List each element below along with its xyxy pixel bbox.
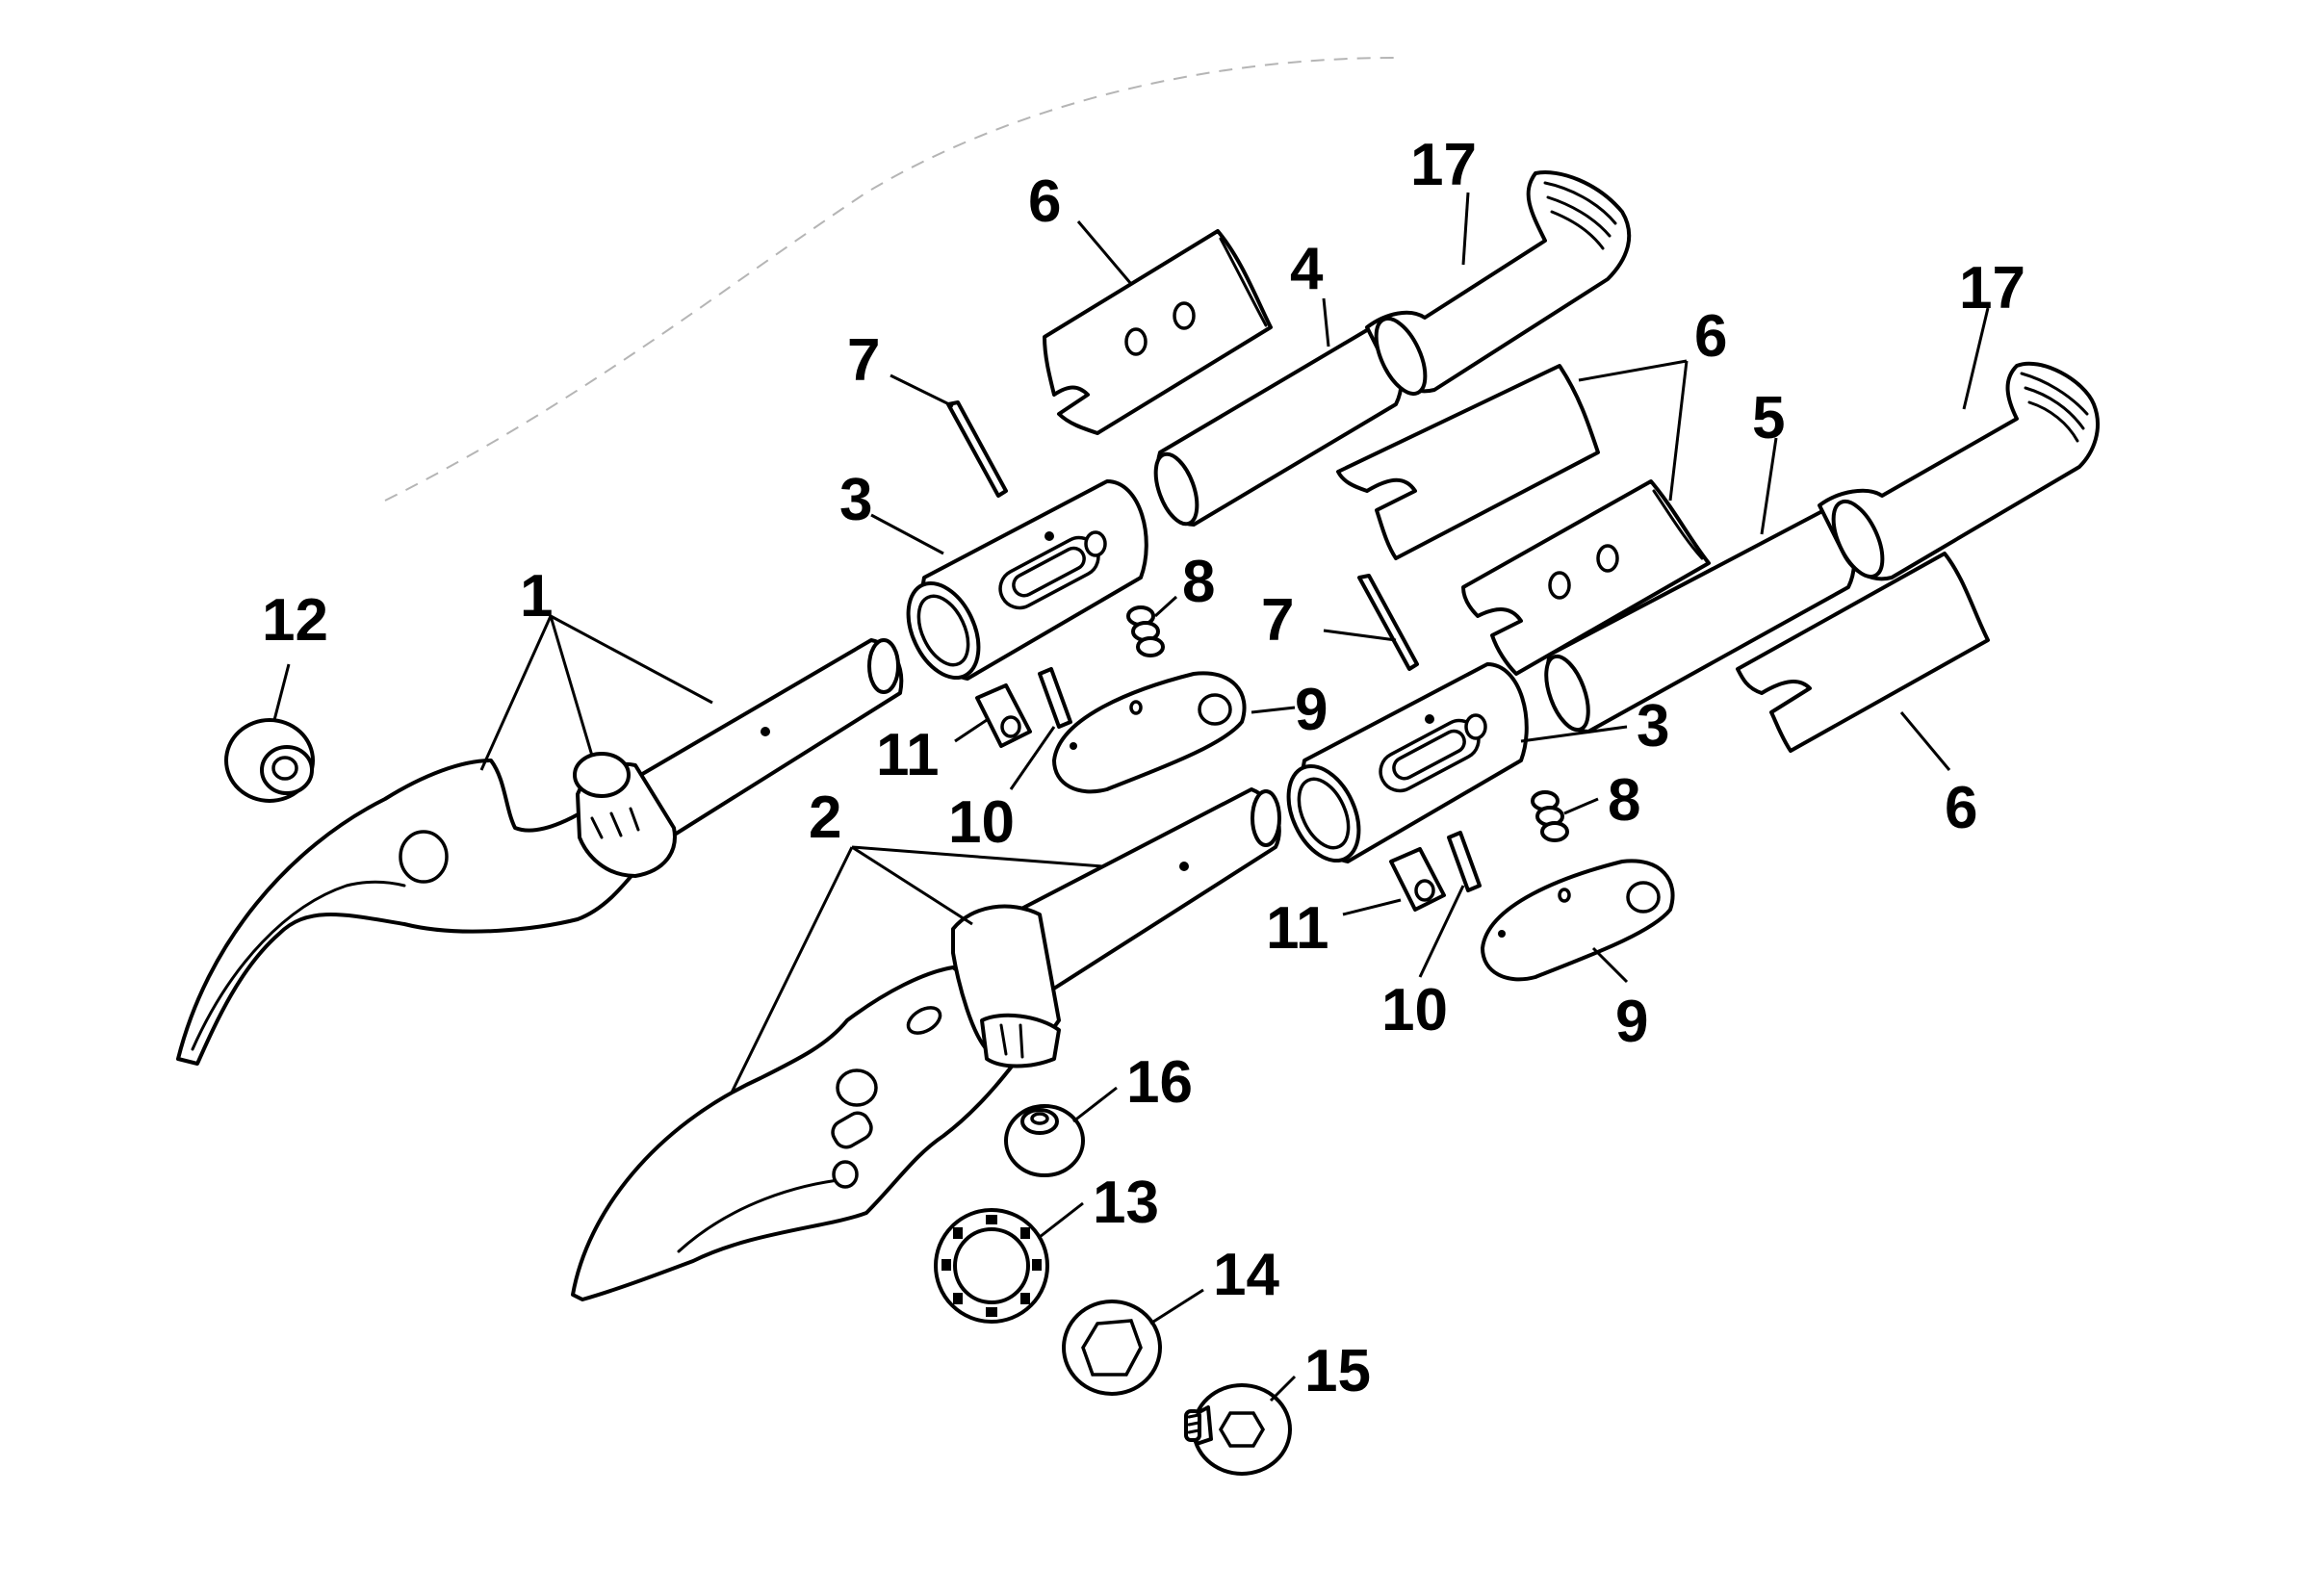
part-2-lower-handle (571, 787, 1281, 1301)
label-part-2: 2 (809, 785, 841, 851)
part-6-sleeve-right (1461, 479, 1711, 676)
label-part-11-upper: 11 (876, 722, 940, 788)
label-part-17-lower: 17 (1959, 255, 2025, 322)
label-part-9-lower: 9 (1615, 989, 1648, 1055)
label-part-10-lower: 10 (1381, 977, 1448, 1043)
label-part-8-upper: 8 (1182, 549, 1215, 615)
part-6-sleeve-lower (1736, 552, 1990, 753)
part-number-labels: 12 1 2 3 3 4 5 6 6 6 7 7 8 8 9 9 10 10 1… (262, 132, 2025, 1404)
part-9-lever-upper (1052, 671, 1247, 794)
label-part-17-upper: 17 (1410, 132, 1477, 198)
label-part-12: 12 (262, 587, 328, 654)
part-3-coupler-lower (1286, 662, 1529, 863)
label-part-13: 13 (1093, 1170, 1159, 1236)
label-part-4: 4 (1290, 236, 1324, 302)
label-part-9-upper: 9 (1295, 677, 1328, 743)
part-6-sleeve-upper (1043, 229, 1273, 435)
label-part-10-upper: 10 (948, 789, 1015, 856)
label-part-8-lower: 8 (1608, 767, 1640, 834)
part-1-upper-handle (176, 638, 904, 1066)
label-part-3-lower: 3 (1637, 693, 1669, 759)
part-11-catch-lower (1389, 847, 1446, 912)
part-10-pin-lower (1447, 831, 1482, 892)
label-part-1: 1 (520, 563, 553, 630)
label-part-14: 14 (1213, 1242, 1279, 1308)
part-5-tube-lower (1544, 508, 1856, 734)
label-part-7-lower: 7 (1261, 587, 1294, 654)
part-10-pin-upper (1038, 667, 1072, 729)
label-part-11-lower: 11 (1266, 895, 1329, 962)
label-part-6-upper: 6 (1028, 168, 1061, 235)
part-17-grip-lower (1818, 361, 2100, 581)
label-part-3-upper: 3 (839, 467, 872, 533)
part-7-pin-lower (1357, 574, 1419, 671)
label-part-7-upper: 7 (847, 327, 880, 394)
label-part-6-middle: 6 (1694, 303, 1727, 370)
leader-lines (272, 192, 1990, 1403)
part-9-lever-lower (1481, 859, 1675, 982)
part-14-washer (1062, 1300, 1162, 1396)
part-13-bearing (934, 1208, 1049, 1324)
part-7-pin-upper (946, 400, 1008, 498)
background-arc (384, 57, 1397, 502)
part-16-bumper (1004, 1104, 1085, 1177)
part-12-nut (224, 718, 315, 803)
label-part-16: 16 (1126, 1049, 1193, 1116)
part-8-spring-lower (1531, 790, 1569, 842)
part-11-catch-upper (975, 683, 1032, 748)
part-8-spring-upper (1126, 605, 1165, 657)
label-part-15: 15 (1304, 1338, 1371, 1404)
part-6-sleeve-middle (1336, 364, 1600, 560)
label-part-5: 5 (1752, 385, 1785, 451)
part-4-tube-upper (1153, 325, 1404, 527)
part-15-screw (1184, 1383, 1292, 1476)
part-3-coupler-upper (906, 479, 1148, 681)
part-17-grip-upper (1365, 170, 1632, 396)
label-part-6-lower: 6 (1945, 775, 1977, 841)
